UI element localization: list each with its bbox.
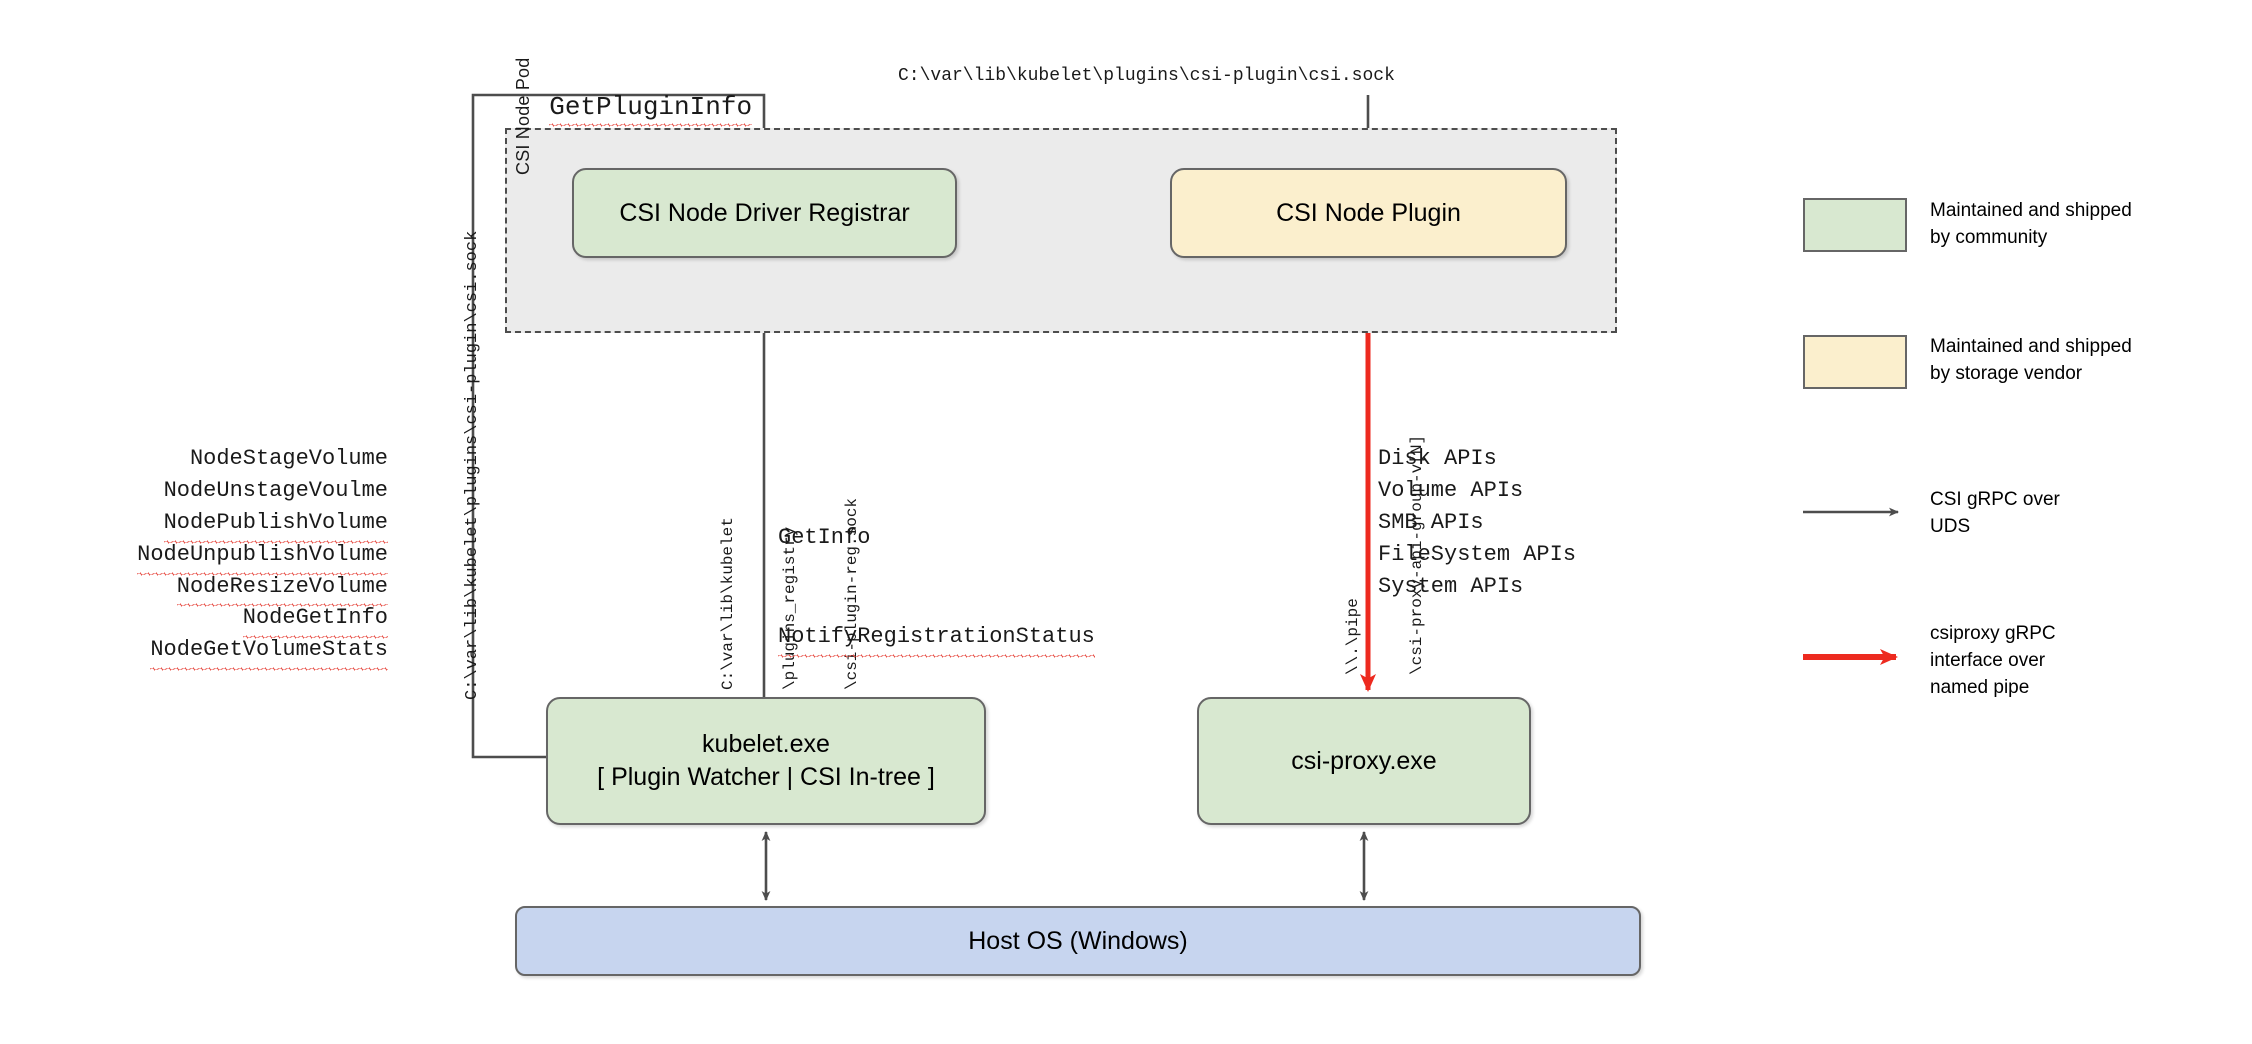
api-item: Volume APIs — [1378, 477, 1524, 503]
kubelet-line-2: [ Plugin Watcher | CSI In-tree ] — [597, 763, 935, 791]
legend-swatch-community — [1803, 198, 1907, 252]
label-notify-registration-status-wrap: NotifyRegistrationStatus — [778, 620, 1095, 658]
api-item: NodeGetVolumeStats — [100, 634, 388, 672]
legend-line-1: CSI gRPC over — [1930, 489, 2060, 510]
label-csi-sock-path-vertical: C:\var\lib\kubelet\plugins\csi-plugin\cs… — [463, 230, 482, 700]
api-item: NodeGetInfo — [100, 602, 389, 640]
box-csi-proxy-exe[interactable]: csi-proxy.exe — [1197, 697, 1531, 825]
registry-path-line-1: C:\var\lib\kubelet — [718, 517, 737, 690]
label-get-info: GetInfo — [778, 525, 871, 550]
legend-line-2: by storage vendor — [1930, 362, 2083, 384]
legend-label-csi-grpc-uds: CSI gRPC over UDS — [1930, 487, 2210, 541]
box-label-group: kubelet.exe [ Plugin Watcher | CSI In-tr… — [597, 728, 935, 794]
api-item: NodeStageVolume — [189, 446, 388, 471]
api-item: FileSystem APIs — [1378, 541, 1577, 567]
legend-line-1: Maintained and shipped — [1930, 336, 2132, 357]
legend-line-2: UDS — [1930, 515, 1971, 537]
box-label: CSI Node Plugin — [1276, 198, 1461, 227]
label-notify-registration-status: NotifyRegistrationStatus — [778, 620, 1095, 658]
csi-proxy-api-list: Disk APIs Volume APIs SMB APIs FileSyste… — [1378, 443, 1576, 602]
box-csi-node-plugin[interactable]: CSI Node Plugin — [1170, 168, 1567, 258]
legend-line-1: Maintained and shipped — [1930, 200, 2132, 221]
label-get-plugin-info: GetPluginInfo — [518, 62, 753, 127]
api-item: System APIs — [1378, 573, 1524, 599]
api-item: SMB APIs — [1378, 509, 1484, 535]
legend-line-3: named pipe — [1930, 676, 2030, 698]
box-label: csi-proxy.exe — [1291, 746, 1437, 775]
legend-swatch-storage-vendor — [1803, 335, 1907, 389]
box-label: Host OS (Windows) — [968, 926, 1188, 955]
legend-label-storage-vendor: Maintained and shipped by storage vendor — [1930, 334, 2210, 388]
legend-label-community: Maintained and shipped by community — [1930, 198, 2210, 252]
label-registration-rpcs: GetInfo NotifyRegistrationStatus — [778, 455, 1095, 686]
legend-label-csiproxy-named-pipe: csiproxy gRPC interface over named pipe — [1930, 621, 2210, 702]
kubelet-line-1: kubelet.exe — [702, 730, 830, 758]
legend-line-2: by community — [1930, 226, 2048, 248]
named-pipe-line-1: \\.\pipe — [1343, 598, 1362, 675]
csi-node-api-list: NodeStageVolume NodeUnstageVoulme NodePu… — [100, 443, 389, 672]
label-csi-sock-path-top: C:\var\lib\kubelet\plugins\csi-plugin\cs… — [898, 66, 1395, 86]
api-item: NodeUnstageVoulme — [163, 477, 388, 503]
connector-getplugininfo — [471, 93, 769, 759]
box-csi-node-driver-registrar[interactable]: CSI Node Driver Registrar — [572, 168, 957, 258]
api-item: NodeResizeVolume — [100, 571, 389, 608]
legend-line-1: csiproxy gRPC — [1930, 623, 2056, 644]
api-item: Disk APIs — [1378, 446, 1497, 471]
box-label: CSI Node Driver Registrar — [619, 198, 910, 227]
legend-line-2: interface over — [1930, 649, 2046, 671]
api-item: NodePublishVolume — [100, 507, 389, 544]
box-host-os[interactable]: Host OS (Windows) — [515, 906, 1641, 976]
label-text: GetPluginInfo — [549, 92, 753, 127]
box-kubelet-exe[interactable]: kubelet.exe [ Plugin Watcher | CSI In-tr… — [546, 697, 986, 825]
api-item: NodeUnpublishVolume — [100, 539, 388, 576]
